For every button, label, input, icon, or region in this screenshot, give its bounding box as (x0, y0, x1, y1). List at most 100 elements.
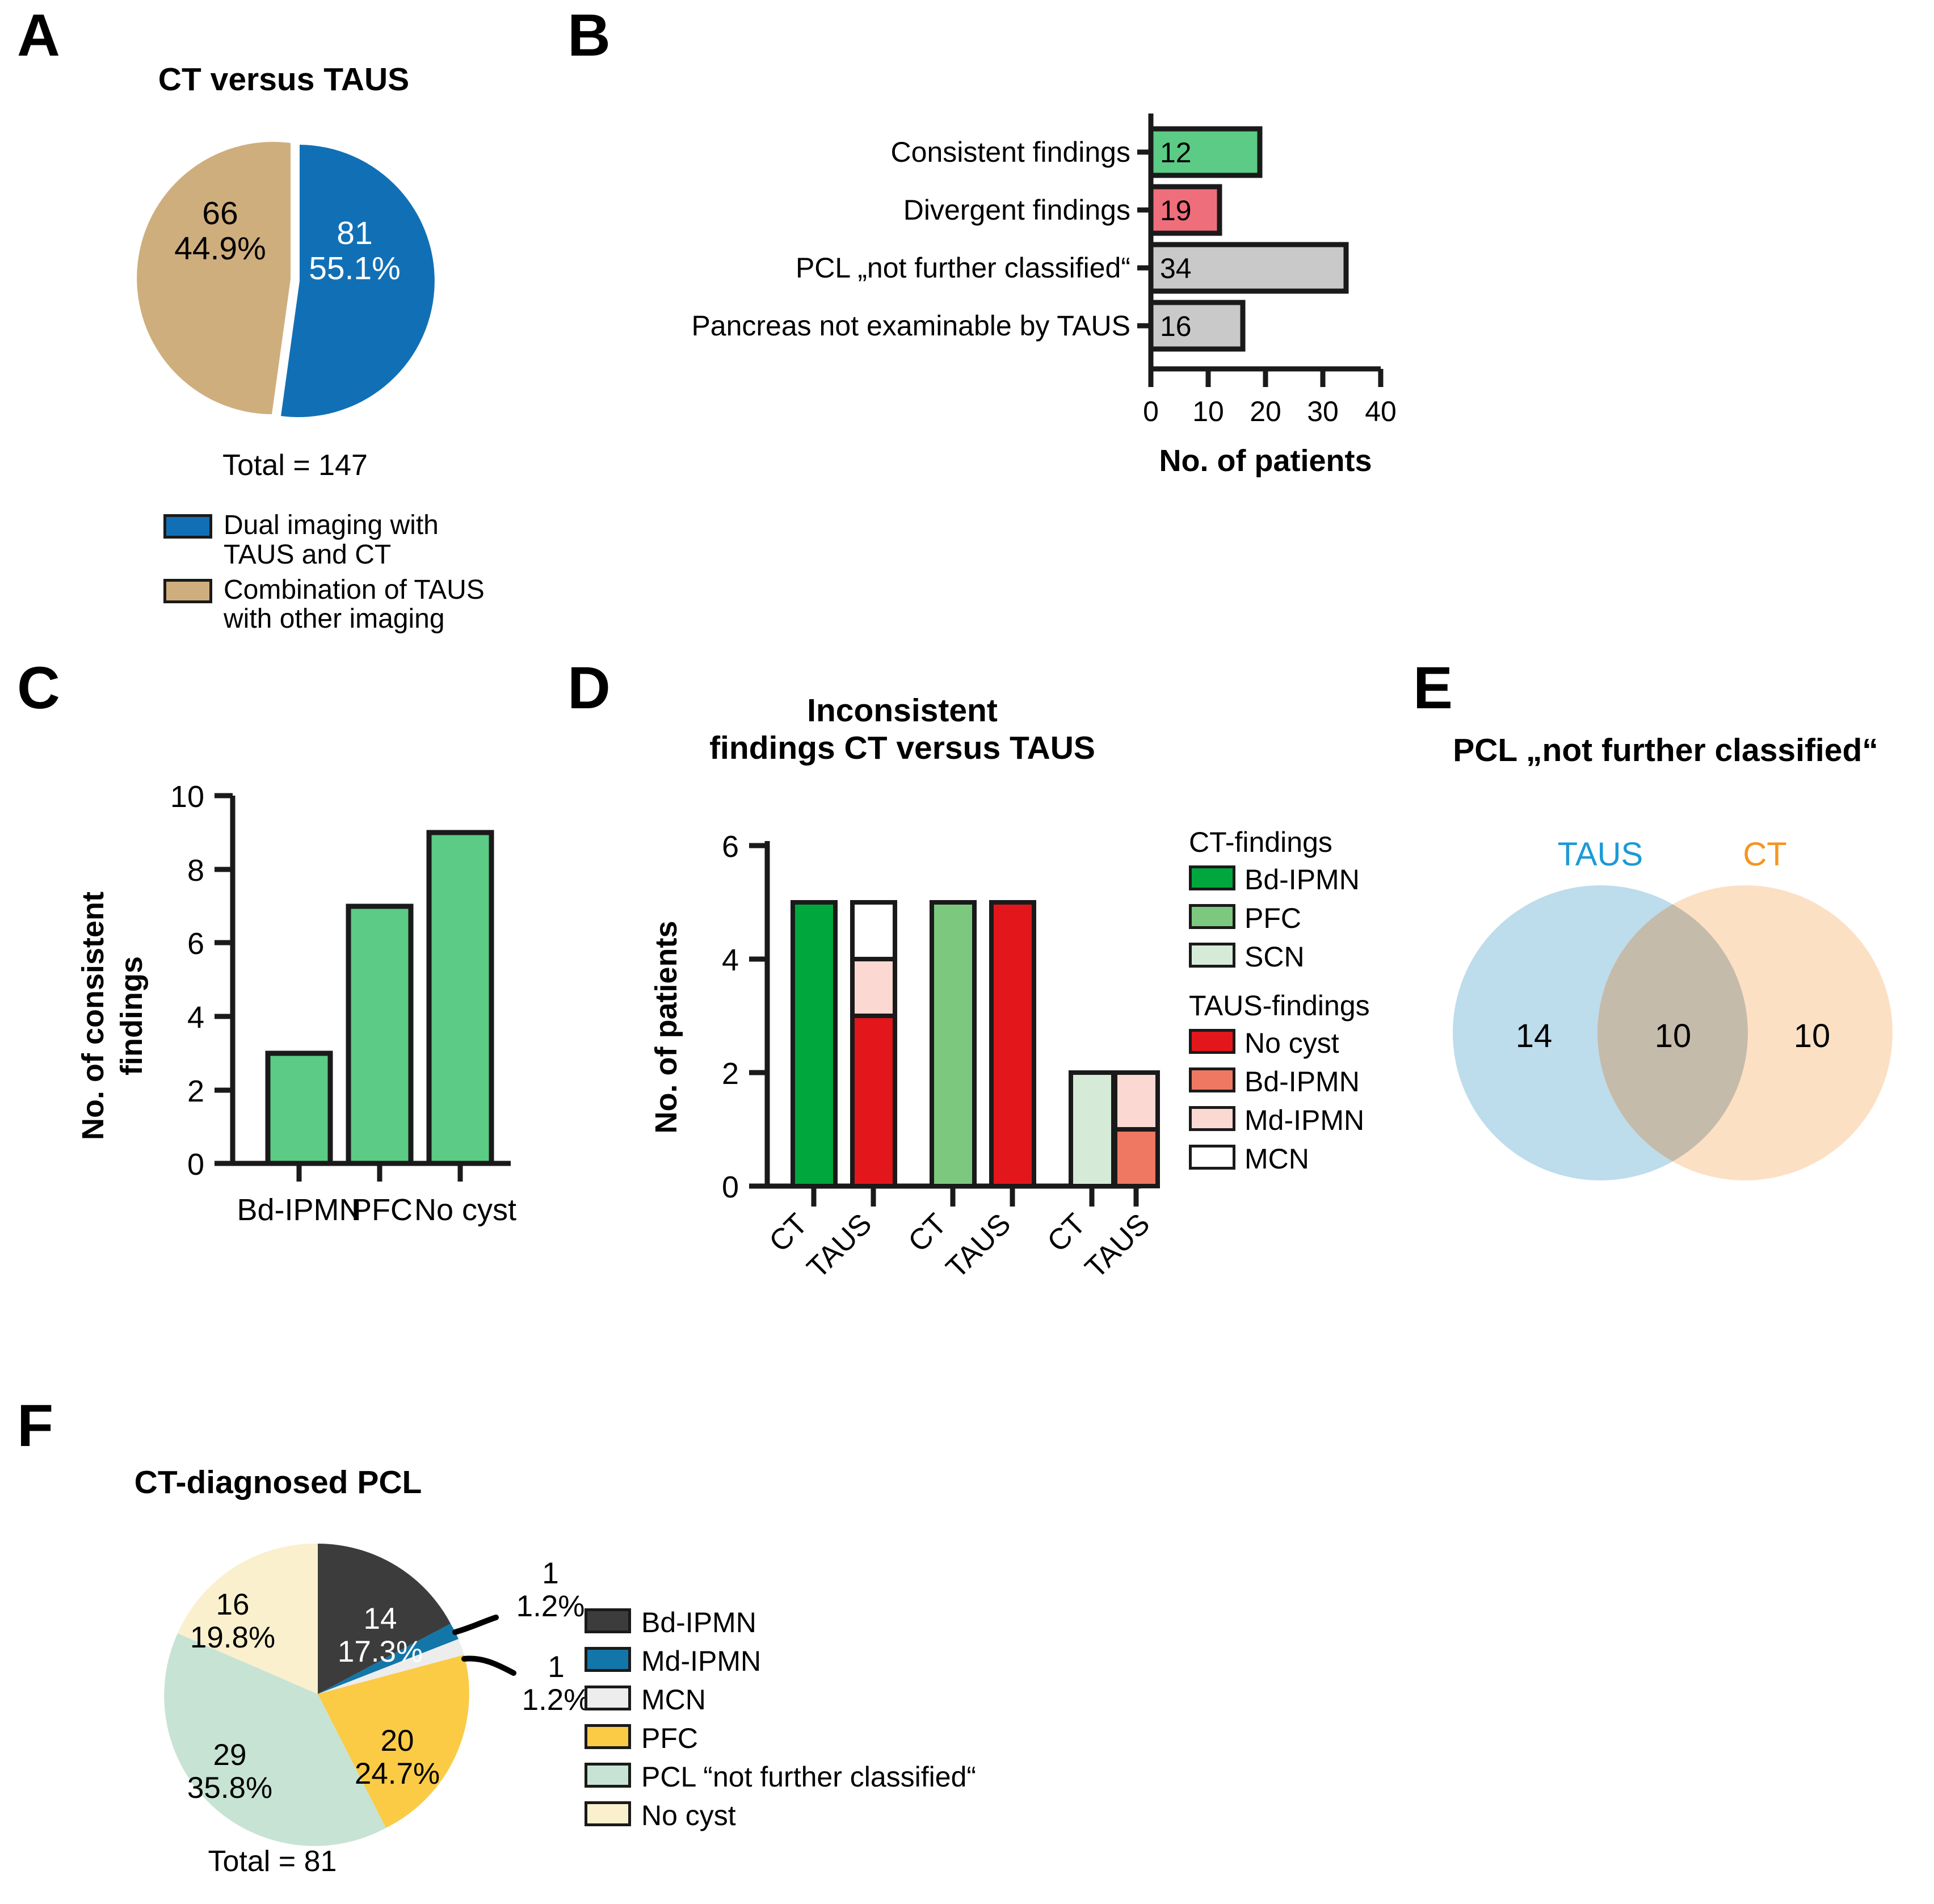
pie-f-value-pcl: 29 (213, 1738, 247, 1772)
pie-f-slice-nocyst (178, 1543, 318, 1694)
panel-d-bar-2-seg-0 (930, 900, 977, 1188)
venn-label-taus: TAUS (1558, 836, 1643, 873)
legend-item-ct-bdipmn[interactable]: Bd-IPMN (1189, 863, 1484, 896)
panel-b-xtick-4: 40 (1365, 396, 1397, 427)
panel-letter-f: F (17, 1393, 53, 1459)
legend-label-f-pfc: PFC (641, 1722, 698, 1754)
legend-label-taus-bdipmn: Bd-IPMN (1245, 1066, 1360, 1098)
pie-f-percent-pfc: 24.7% (355, 1757, 440, 1790)
panel-b-label-2: 34 (1160, 253, 1192, 284)
pie-f-slice-bdipmn (318, 1544, 451, 1694)
legend-item-f-pcl[interactable]: PCL “not further classified“ (585, 1760, 1209, 1793)
legend-item-taus-mcn[interactable]: MCN (1189, 1142, 1484, 1175)
panel-letter-c: C (17, 655, 60, 721)
panel-d-ytick-3: 6 (722, 830, 739, 864)
legend-item-taus-mdipmn[interactable]: Md-IPMN (1189, 1104, 1484, 1137)
panel-c-xtick-1: PFC (351, 1193, 413, 1227)
pie-f-percent-bdipmn: 17.3% (338, 1635, 423, 1668)
legend-item-combination[interactable]: Combination of TAUS with other imaging (163, 575, 527, 634)
panel-b-xtick-3: 30 (1307, 396, 1339, 427)
legend-label-f-mcn: MCN (641, 1684, 706, 1716)
panel-d-bar-1-seg-0 (850, 1014, 897, 1188)
panel-c-ytick-3: 6 (187, 927, 204, 961)
legend-swatch-f-bdipmn (585, 1608, 631, 1633)
panel-b-cat-1: Divergent findings (903, 194, 1130, 226)
panel-d-bar-1-seg-1 (850, 957, 897, 1018)
pie-f-value-nocyst: 16 (216, 1588, 250, 1621)
legend-label-f-pcl: PCL “not further classified“ (641, 1761, 977, 1793)
panel-c-ylabel-1: No. of consistent (76, 892, 110, 1140)
pie-a-percent-2: 44.9% (174, 230, 266, 267)
panel-f-pie: 14 17.3% 20 24.7% 29 35.8% 16 19.8% 1 1.… (164, 1543, 590, 1846)
panel-d-legend: CT-findings Bd-IPMN PFC SCN TAUS-finding… (1189, 826, 1484, 1181)
pie-f-percent-nocyst: 19.8% (190, 1621, 275, 1654)
panel-a-total: Total = 147 (222, 449, 368, 482)
legend-label-taus-mdipmn: Md-IPMN (1245, 1104, 1365, 1136)
panel-letter-a: A (17, 2, 60, 69)
panel-c-ylabel-2: findings (115, 956, 149, 1075)
panel-d-xtick-4: CT (1041, 1207, 1092, 1258)
panel-d-bar-5-seg-1 (1113, 1070, 1160, 1132)
panel-b-xaxis-label: No. of patients (1159, 444, 1372, 478)
panel-d-legend-group1-title: CT-findings (1189, 826, 1332, 858)
panel-d-ytick-2: 4 (722, 943, 739, 977)
panel-b-xtick-1: 10 (1192, 396, 1224, 427)
pie-f-percent-pcl: 35.8% (187, 1771, 272, 1805)
pie-f-slice-mdipmn (318, 1624, 459, 1694)
panel-e-title: PCL „not further classified“ (1453, 732, 1878, 768)
panel-e-venn: TAUS CT 14 10 10 (1453, 836, 1893, 1180)
pie-f-slice-pcl (164, 1633, 386, 1846)
legend-item-dual-imaging[interactable]: Dual imaging with TAUS and CT (163, 511, 527, 570)
panel-a-title: CT versus TAUS (158, 61, 410, 98)
panel-b-chart: Consistent findings Divergent findings P… (691, 114, 1397, 478)
legend-label-f-bdipmn: Bd-IPMN (641, 1607, 756, 1638)
legend-item-ct-pfc[interactable]: PFC (1189, 902, 1484, 935)
legend-item-f-pfc[interactable]: PFC (585, 1722, 1209, 1755)
legend-label-f-nocyst: No cyst (641, 1800, 736, 1831)
legend-label-ct-scn: SCN (1245, 941, 1305, 973)
panel-b-cat-2: PCL „not further classified“ (796, 252, 1130, 284)
venn-count-ct-only: 10 (1794, 1018, 1831, 1054)
legend-item-ct-scn[interactable]: SCN (1189, 940, 1484, 973)
panel-c-xtick-2: No cyst (414, 1193, 516, 1227)
panel-d-ytick-1: 2 (722, 1057, 739, 1091)
panel-d-bar-3-seg-0 (989, 900, 1036, 1188)
panel-b-cat-3: Pancreas not examinable by TAUS (691, 310, 1130, 342)
legend-swatch-f-mcn (585, 1686, 631, 1710)
panel-f-legend: Bd-IPMN Md-IPMN MCN PFC PCL “not further… (585, 1606, 1209, 1838)
legend-swatch-f-nocyst (585, 1801, 631, 1826)
panel-c-ytick-5: 10 (170, 780, 204, 814)
legend-swatch-ct-bdipmn (1189, 865, 1235, 890)
panel-d-bar-4-seg-0 (1069, 1070, 1116, 1188)
venn-label-ct: CT (1743, 836, 1786, 873)
legend-label-ct-pfc: PFC (1245, 902, 1301, 934)
legend-item-f-bdipmn[interactable]: Bd-IPMN (585, 1606, 1209, 1639)
panel-b-xtick-0: 0 (1143, 396, 1159, 427)
legend-swatch-ct-scn (1189, 943, 1235, 968)
legend-swatch-taus-mdipmn (1189, 1106, 1235, 1131)
pie-f-percent-mdipmn: 1.2% (516, 1590, 585, 1623)
panel-c-xtick-0: Bd-IPMN (237, 1193, 361, 1227)
panel-d-ylabel: No. of patients (649, 921, 683, 1134)
pie-f-slice-pfc (318, 1655, 469, 1828)
legend-item-f-nocyst[interactable]: No cyst (585, 1799, 1209, 1832)
legend-swatch-taus-nocyst (1189, 1029, 1235, 1054)
panel-d-ytick-0: 0 (722, 1170, 739, 1204)
panel-b-label-0: 12 (1160, 137, 1192, 169)
panel-d-xtick-1: TAUS (801, 1207, 878, 1284)
legend-item-taus-nocyst[interactable]: No cyst (1189, 1027, 1484, 1060)
legend-item-f-mdipmn[interactable]: Md-IPMN (585, 1645, 1209, 1678)
legend-swatch-combination (163, 578, 212, 603)
pie-f-value-mdipmn: 1 (542, 1557, 558, 1590)
panel-c-bar-1 (346, 903, 414, 1166)
legend-item-taus-bdipmn[interactable]: Bd-IPMN (1189, 1065, 1484, 1098)
panel-c-ytick-1: 2 (187, 1074, 204, 1108)
venn-count-taus-only: 14 (1516, 1018, 1553, 1054)
pie-slice-dual-imaging (281, 145, 435, 417)
panel-d-bar-0-seg-0 (791, 900, 838, 1188)
legend-swatch-ct-pfc (1189, 904, 1235, 929)
legend-item-f-mcn[interactable]: MCN (585, 1683, 1209, 1716)
panel-letter-e: E (1413, 655, 1453, 721)
legend-swatch-f-mdipmn (585, 1647, 631, 1672)
